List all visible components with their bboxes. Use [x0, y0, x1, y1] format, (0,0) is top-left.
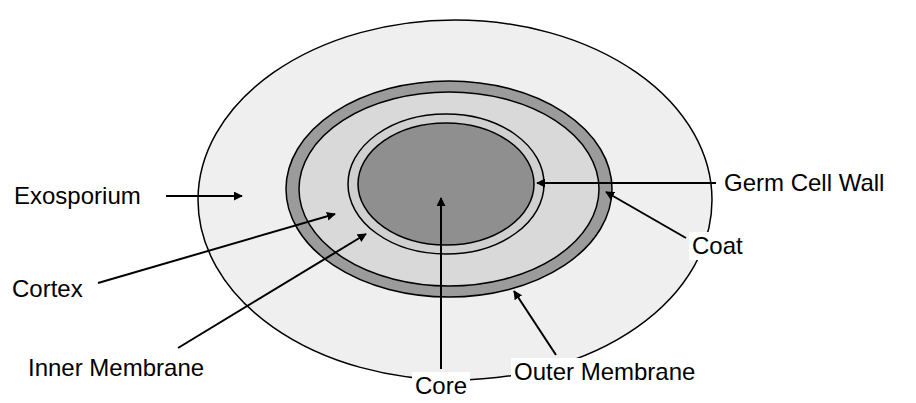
part-label: Core [412, 372, 470, 400]
core-layer [358, 123, 534, 245]
part-label: Cortex [9, 275, 86, 303]
germ-cell-wall-layer [348, 114, 544, 254]
part-label: Exosporium [11, 182, 144, 210]
leader-arrow [178, 234, 366, 348]
part-label: Inner Membrane [25, 354, 207, 382]
leader-arrow [166, 195, 242, 197]
part-label: Germ Cell Wall [721, 169, 887, 197]
leader-arrow [606, 192, 686, 238]
leader-arrow [98, 214, 335, 283]
coat-layer [286, 81, 612, 297]
leader-arrow [537, 182, 716, 184]
exosporium-layer [198, 20, 712, 380]
cortex-layer [299, 92, 599, 286]
leader-arrow [440, 198, 442, 369]
part-label: Coat [689, 232, 746, 260]
part-label: Outer Membrane [511, 358, 698, 386]
leader-arrow [514, 291, 556, 355]
